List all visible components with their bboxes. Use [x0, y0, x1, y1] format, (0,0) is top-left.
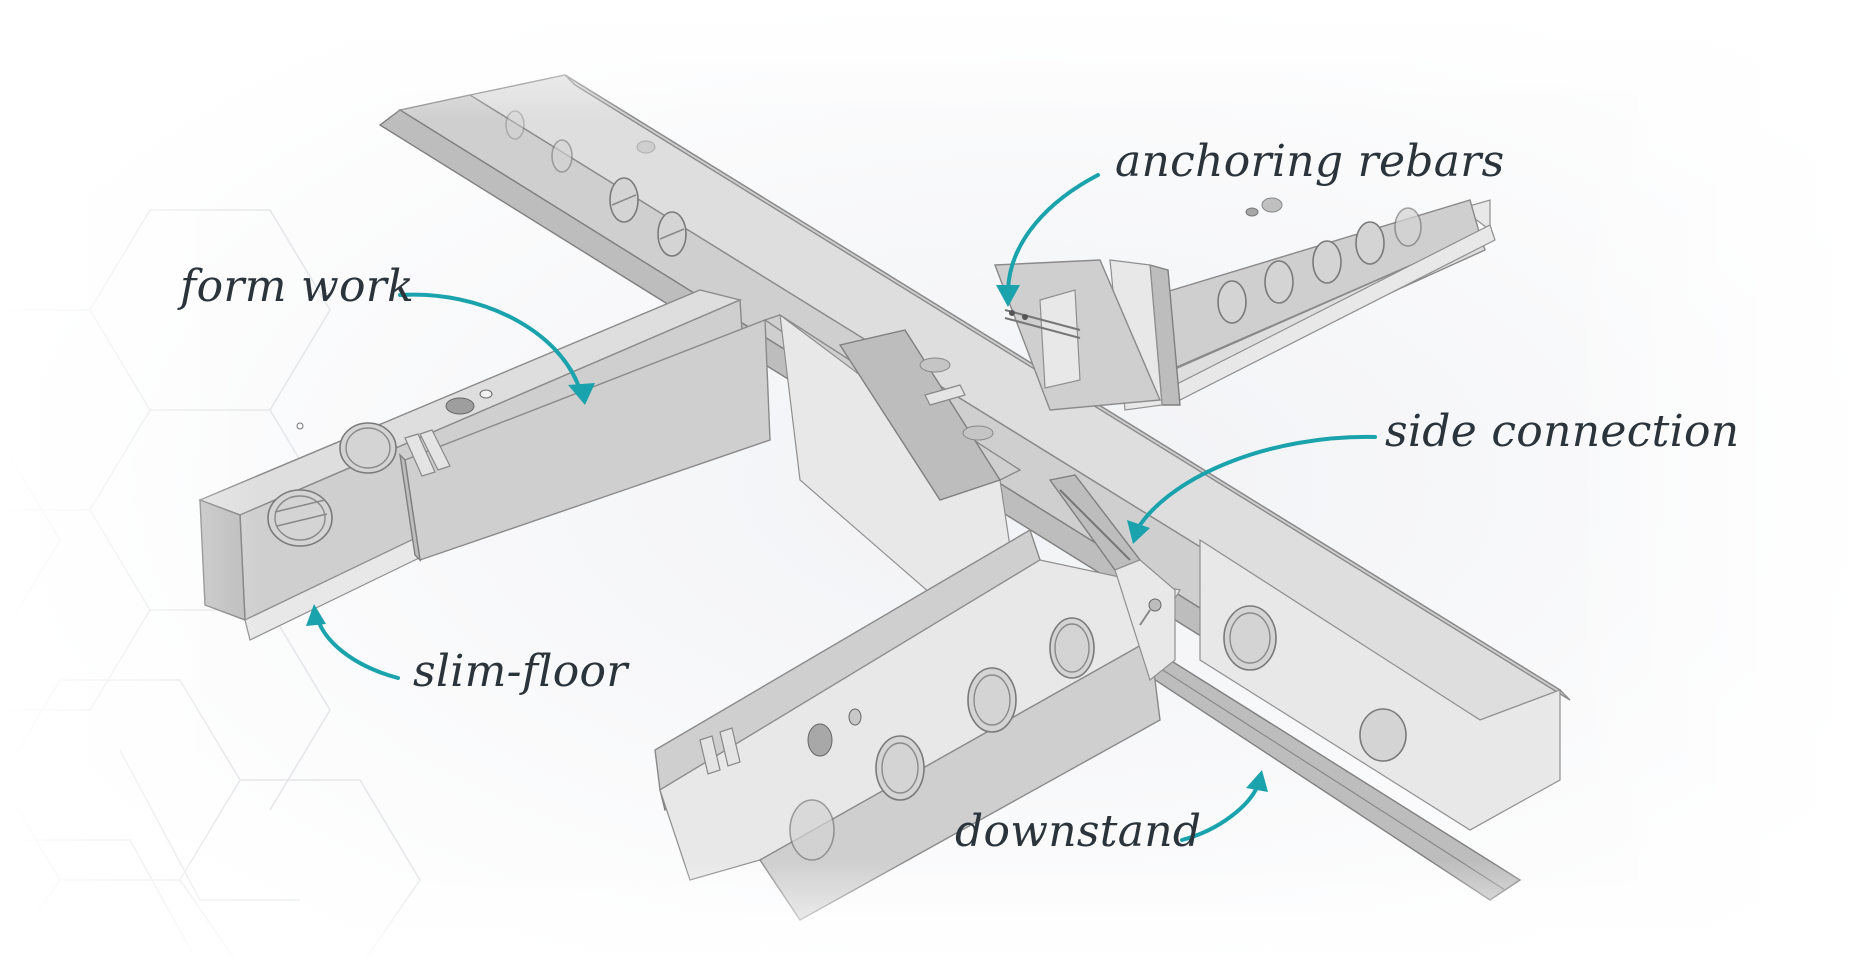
label-downstand: downstand: [955, 806, 1202, 857]
arrow-anchoring-rebars: [996, 173, 1100, 307]
secondary-beam-left: [198, 289, 771, 641]
arrow-form-work: [398, 292, 595, 405]
anchoring-rebars-box: [994, 259, 1162, 411]
arrow-side-connection: [1127, 434, 1377, 544]
arrow-slim-floor: [306, 604, 400, 680]
arrow-downstand: [1180, 770, 1268, 842]
label-anchoring-rebars: anchoring rebars: [1115, 136, 1505, 187]
secondary-beam-upper-right: [1059, 197, 1496, 411]
label-slim-floor: slim-floor: [413, 646, 628, 697]
label-side-connection: side connection: [1385, 406, 1740, 457]
secondary-beam-lower: [654, 474, 1181, 921]
label-form-work: form work: [180, 261, 415, 312]
